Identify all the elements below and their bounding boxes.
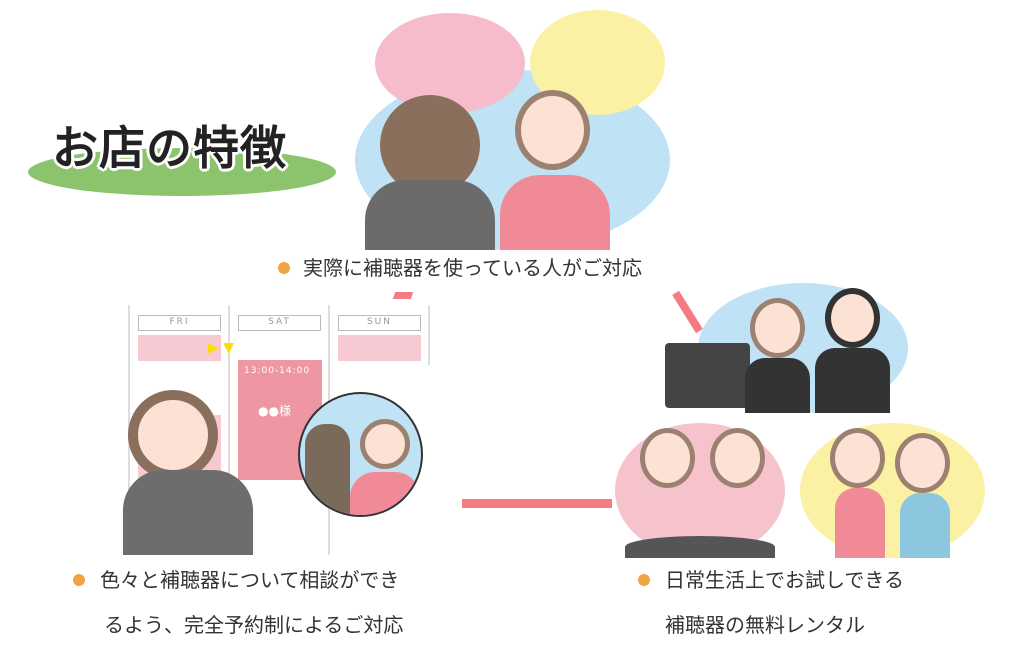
thought-bubble-pink: [375, 13, 525, 113]
bullet-icon: [73, 574, 85, 586]
staff-woman-illustration: [750, 298, 805, 358]
bullet-icon: [638, 574, 650, 586]
computer-monitor: [665, 343, 750, 408]
staff-man-illustration: [825, 288, 880, 348]
staff-man-body: [815, 348, 890, 413]
feature-3-text-line1: 日常生活上でお試しできる: [665, 568, 904, 592]
calendar-day-sat: SAT: [238, 315, 321, 331]
staff-man-illustration: [128, 390, 218, 480]
feature-1-text: 実際に補聴器を使っている人がご対応: [303, 256, 642, 280]
calendar-divider: [228, 305, 230, 555]
woman-figure: [640, 428, 695, 488]
bullet-icon: [278, 262, 290, 274]
feature-3-text-line2: 補聴器の無料レンタル: [665, 613, 865, 637]
page-title: お店の特徴: [52, 121, 287, 175]
woman-figure: [830, 428, 885, 488]
rental-illustration: [610, 278, 1000, 563]
feature-2-text-line2: るよう、完全予約制によるご対応: [104, 613, 404, 637]
feature-2-text-line1: 色々と補聴器について相談ができ: [100, 568, 400, 592]
calendar-day-sun: SUN: [338, 315, 421, 331]
staff-woman-illustration: [515, 90, 590, 170]
calendar-day-fri: FRI: [138, 315, 221, 331]
woman-body: [900, 493, 950, 558]
woman-figure: [710, 428, 765, 488]
connector-line: [462, 499, 612, 508]
woman-body: [835, 488, 885, 558]
calendar-slot: [338, 335, 421, 361]
woman-body: [350, 472, 420, 515]
customer-man-illustration: [380, 95, 480, 195]
staff-woman-body: [745, 358, 810, 413]
consultation-circle-illustration: [298, 392, 423, 517]
cafe-table: [625, 536, 775, 558]
appointment-name: ●●様: [258, 404, 291, 418]
yellow-background: [800, 423, 985, 558]
top-illustration: [350, 5, 680, 250]
customer-man-body: [365, 180, 495, 250]
calendar-slot: [138, 335, 221, 361]
connector-line: [392, 292, 414, 299]
calendar-illustration: FRI SAT SUN 13:00-14:00 ●●様 ▶ ▼: [108, 305, 458, 555]
title-background: [28, 148, 336, 196]
woman-figure: [360, 419, 410, 469]
appointment-time: 13:00-14:00: [244, 366, 311, 376]
woman-figure: [895, 433, 950, 493]
calendar-divider: [428, 305, 430, 365]
staff-woman-body: [500, 175, 610, 250]
staff-man-body: [123, 470, 253, 555]
man-figure: [305, 424, 350, 514]
attention-marks-icon: ▶ ▼: [208, 340, 234, 356]
